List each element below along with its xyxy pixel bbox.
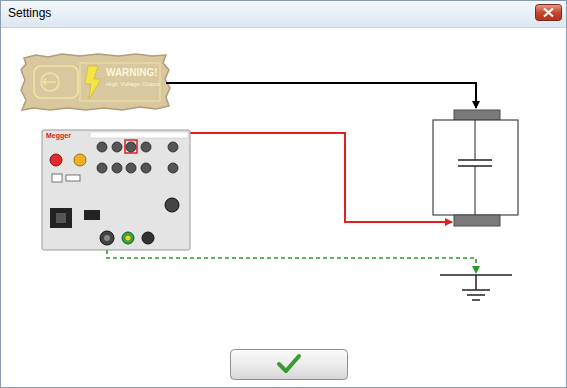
warning-label: WARNING! High Voltage Output: [22, 54, 170, 110]
instrument-panel: Megger: [42, 130, 190, 250]
warning-heading: WARNING!: [106, 67, 158, 78]
window-title: Settings: [8, 6, 51, 20]
brand-name: Megger: [46, 132, 71, 140]
warning-note: High Voltage Output: [106, 81, 160, 88]
